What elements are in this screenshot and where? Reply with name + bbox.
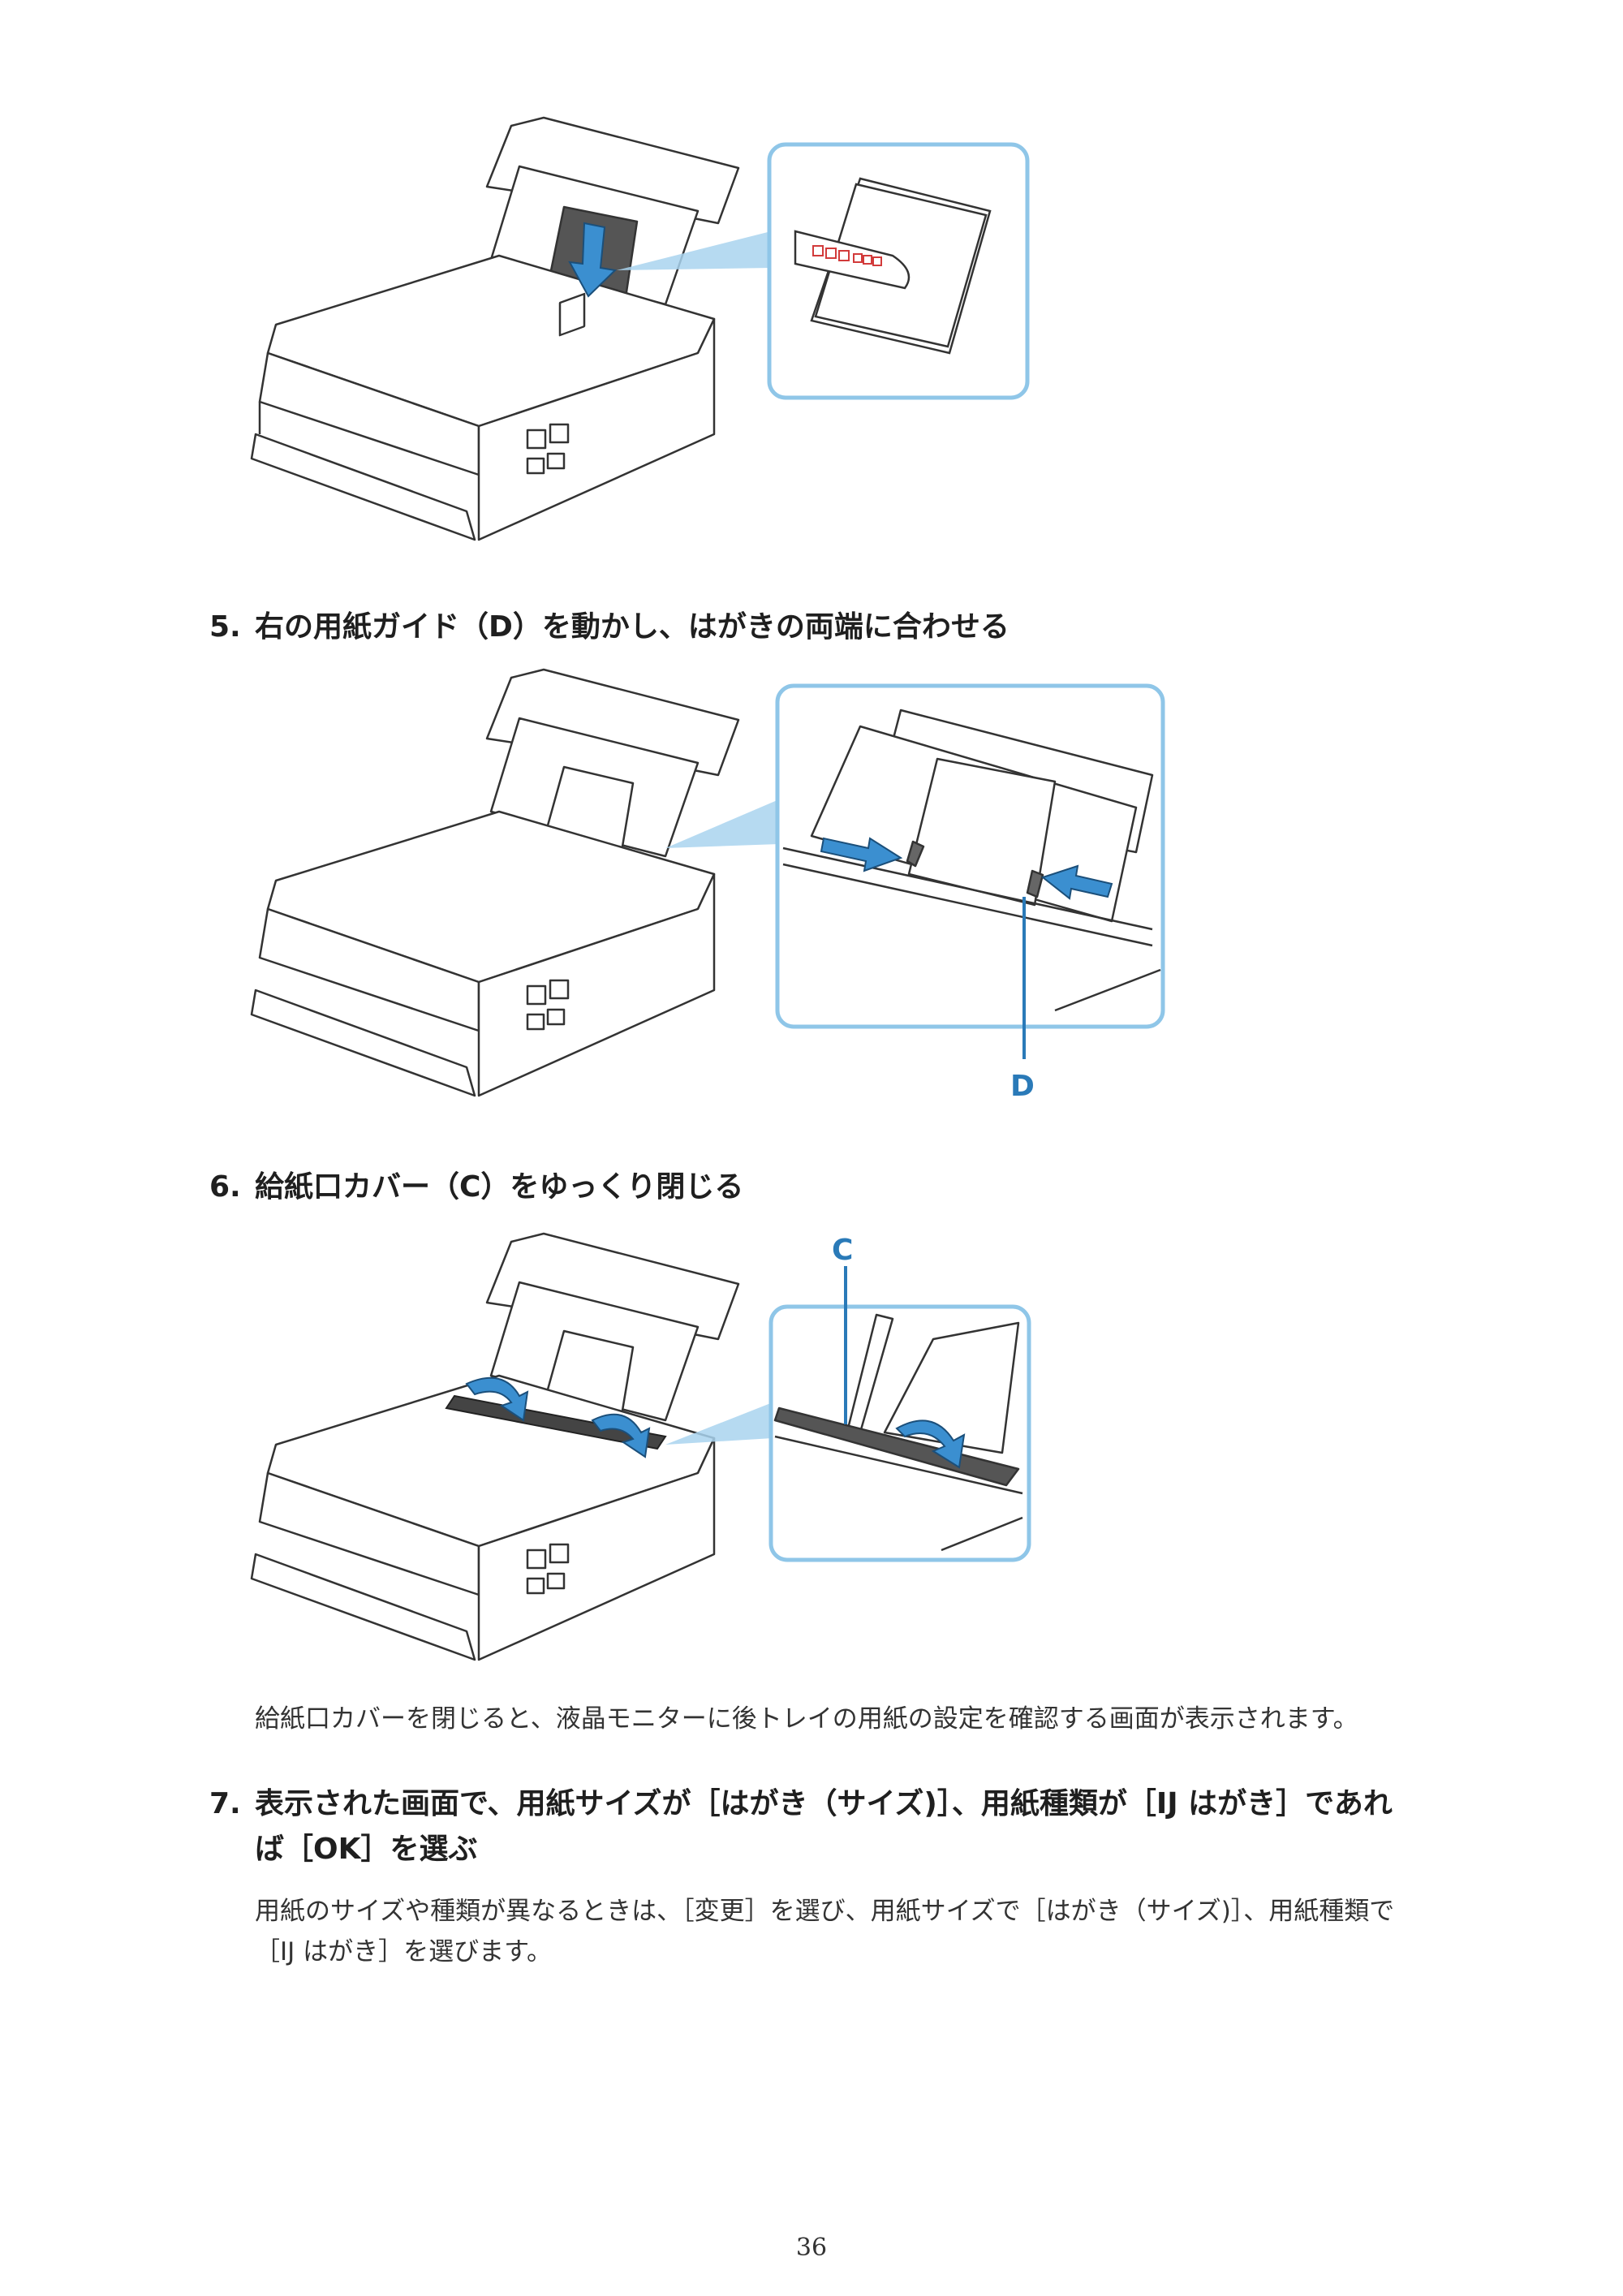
cover-close-arrow-icon	[465, 1376, 651, 1458]
step-6-heading: 6. 給紙口カバー（C）をゆっくり閉じる	[209, 1165, 743, 1210]
page-number: 36	[795, 2234, 828, 2262]
callout-letter-d: D	[1010, 1070, 1035, 1103]
step-7-description: 用紙のサイズや種類が異なるときは、［変更］を選び、用紙サイズで［はがき（サイズ)…	[255, 1891, 1521, 1972]
step-5-heading: 5. 右の用紙ガイド（D）を動かし、はがきの両端に合わせる	[209, 605, 1010, 650]
paper-guide-arrows-icon	[820, 837, 1113, 900]
step-number: 7.	[209, 1787, 241, 1820]
step-6-description: 給紙口カバーを閉じると、液晶モニターに後トレイの用紙の設定を確認する画面が表示さ…	[255, 1704, 1358, 1734]
step-text: 右の用紙ガイド（D）を動かし、はがきの両端に合わせる	[255, 610, 1010, 644]
printer-illustration	[250, 116, 740, 541]
figure-load-postcard	[243, 110, 1055, 552]
step-text-continued: ば［OK］を選ぶ	[255, 1833, 478, 1866]
step-text: 給紙口カバー（C）をゆっくり閉じる	[255, 1170, 744, 1204]
step-text: 表示された画面で、用紙サイズが［はがき（サイズ)］、用紙種類が［IJ はがき］で…	[255, 1787, 1393, 1820]
step-number: 5.	[209, 610, 241, 644]
figure-paper-guide: D	[243, 661, 1177, 1116]
paper-load-arrow-icon	[568, 222, 618, 298]
step-number: 6.	[209, 1170, 241, 1204]
step-7-description-line-2: ［IJ はがき］を選びます。	[255, 1937, 553, 1966]
callout-letter-c: C	[832, 1234, 853, 1267]
figure-close-cover: C	[243, 1226, 1055, 1680]
step-7-heading: 7. 表示された画面で、用紙サイズが［はがき（サイズ)］、用紙種類が［IJ はがき…	[209, 1781, 1540, 1872]
step-7-description-line-1: 用紙のサイズや種類が異なるときは、［変更］を選び、用紙サイズで［はがき（サイズ)…	[255, 1897, 1395, 1926]
